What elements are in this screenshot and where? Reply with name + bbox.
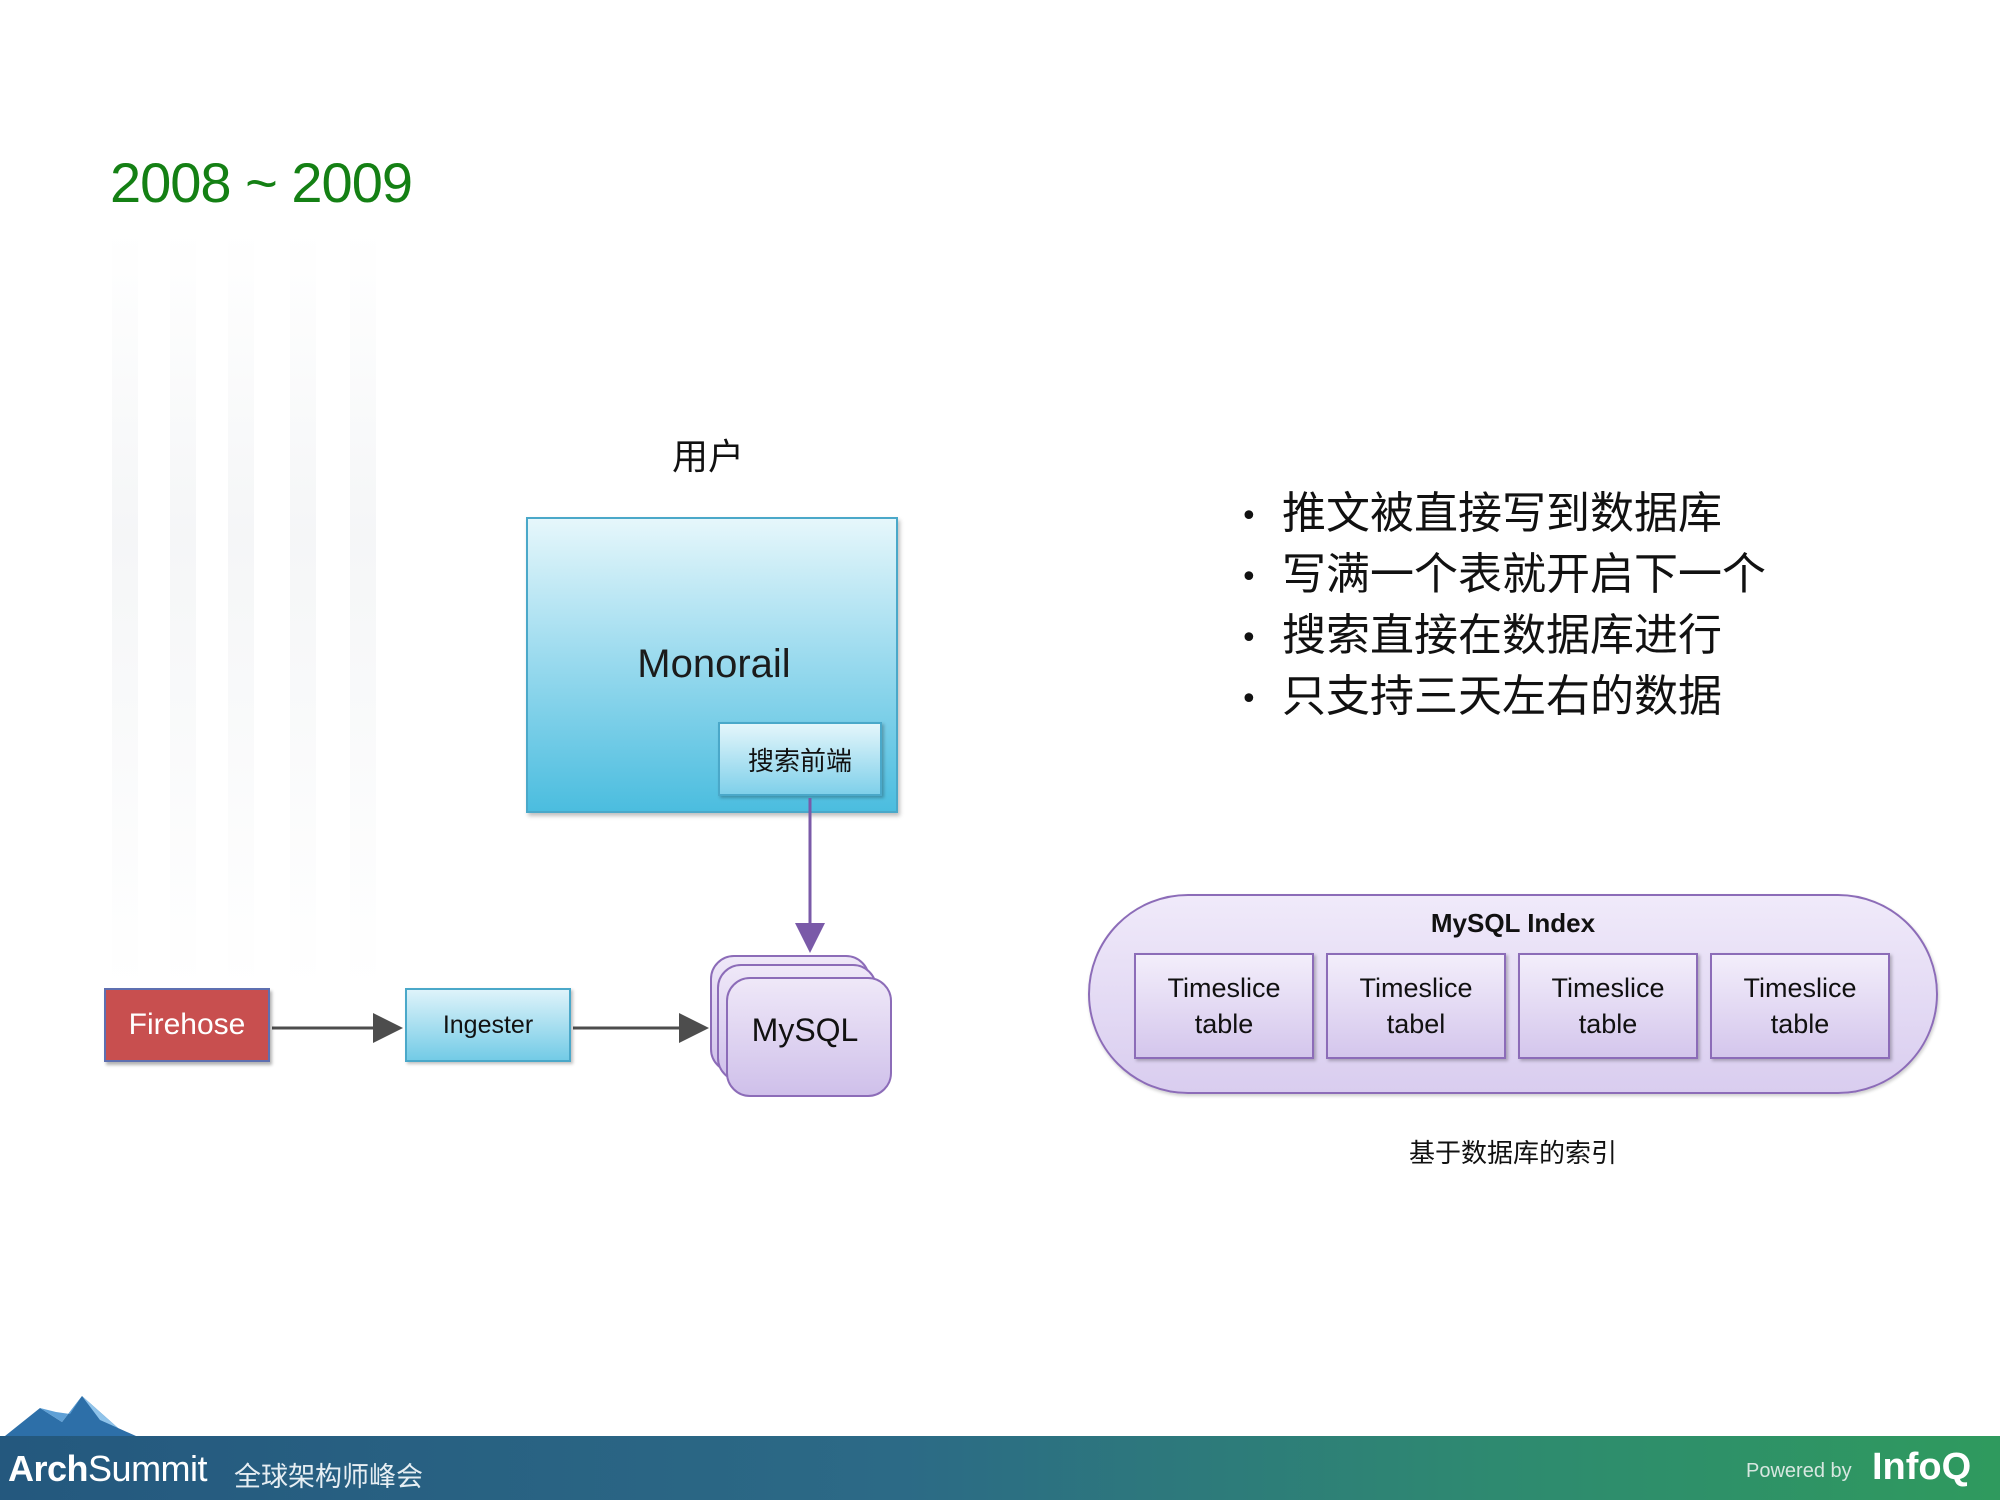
ingester-box: Ingester	[405, 988, 571, 1062]
infoq-logo: InfoQ	[1872, 1446, 1972, 1488]
powered-by-label: Powered by	[1746, 1460, 1852, 1482]
bullet-list: •推文被直接写到数据库 •写满一个表就开启下一个 •搜索直接在数据库进行 •只支…	[1240, 483, 1766, 727]
footer-bar	[0, 1436, 2000, 1500]
mysql-card-front	[726, 977, 892, 1097]
mountain-logo-icon	[0, 1396, 145, 1440]
archsummit-logo: ArchSummit	[8, 1448, 208, 1489]
background-streak	[350, 230, 376, 990]
bullet-item: •写满一个表就开启下一个	[1240, 549, 1766, 600]
bullet-item: •搜索直接在数据库进行	[1240, 610, 1722, 661]
brand-subtitle: 全球架构师峰会	[234, 1462, 423, 1493]
mysql-index-title: MySQL Index	[1430, 908, 1596, 938]
bullet-item: •只支持三天左右的数据	[1240, 671, 1722, 722]
bullet-item: •推文被直接写到数据库	[1240, 488, 1722, 539]
search-frontend-box: 搜索前端	[718, 722, 882, 796]
background-streak	[228, 230, 254, 990]
background-streak	[170, 230, 196, 990]
background-streak	[290, 230, 316, 990]
slide-title: 2008 ~ 2009	[110, 151, 413, 214]
firehose-box: Firehose	[104, 988, 270, 1062]
monorail-label: Monorail	[637, 642, 791, 686]
mysql-label: MySQL	[751, 1012, 859, 1048]
background-streak	[112, 230, 138, 990]
index-caption: 基于数据库的索引	[1408, 1139, 1617, 1169]
user-label: 用户	[672, 437, 745, 478]
